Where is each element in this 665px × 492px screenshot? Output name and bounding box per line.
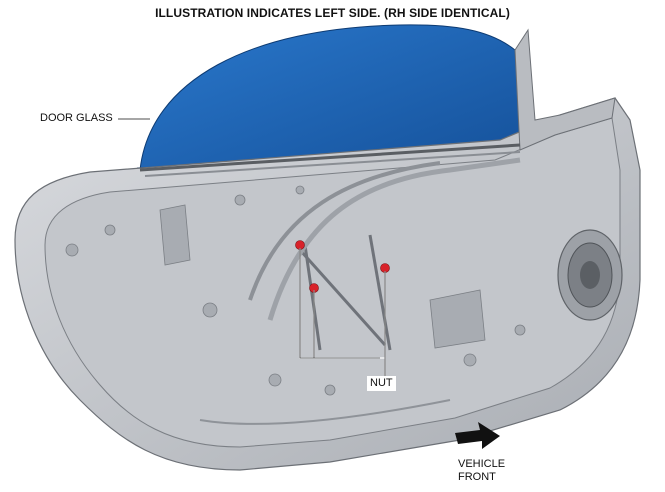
window-frame-post <box>514 28 616 151</box>
vehicle-front-line2: FRONT <box>458 471 496 483</box>
vehicle-front-label: VEHICLE FRONT <box>458 458 505 484</box>
vehicle-front-line1: VEHICLE <box>458 458 506 470</box>
speaker <box>557 229 623 321</box>
diagram-title: ILLUSTRATION INDICATES LEFT SIDE. (RH SI… <box>155 6 510 20</box>
nut-label: NUT <box>367 376 396 391</box>
nut-markers <box>295 240 390 293</box>
door-glass <box>136 24 521 172</box>
door-glass-label: DOOR GLASS <box>40 112 113 124</box>
vehicle-front-arrow <box>455 422 500 449</box>
inner-panel-details <box>65 185 526 425</box>
door-inner-frame <box>44 117 621 448</box>
window-regulator <box>248 157 521 351</box>
belt-moulding <box>139 143 521 172</box>
